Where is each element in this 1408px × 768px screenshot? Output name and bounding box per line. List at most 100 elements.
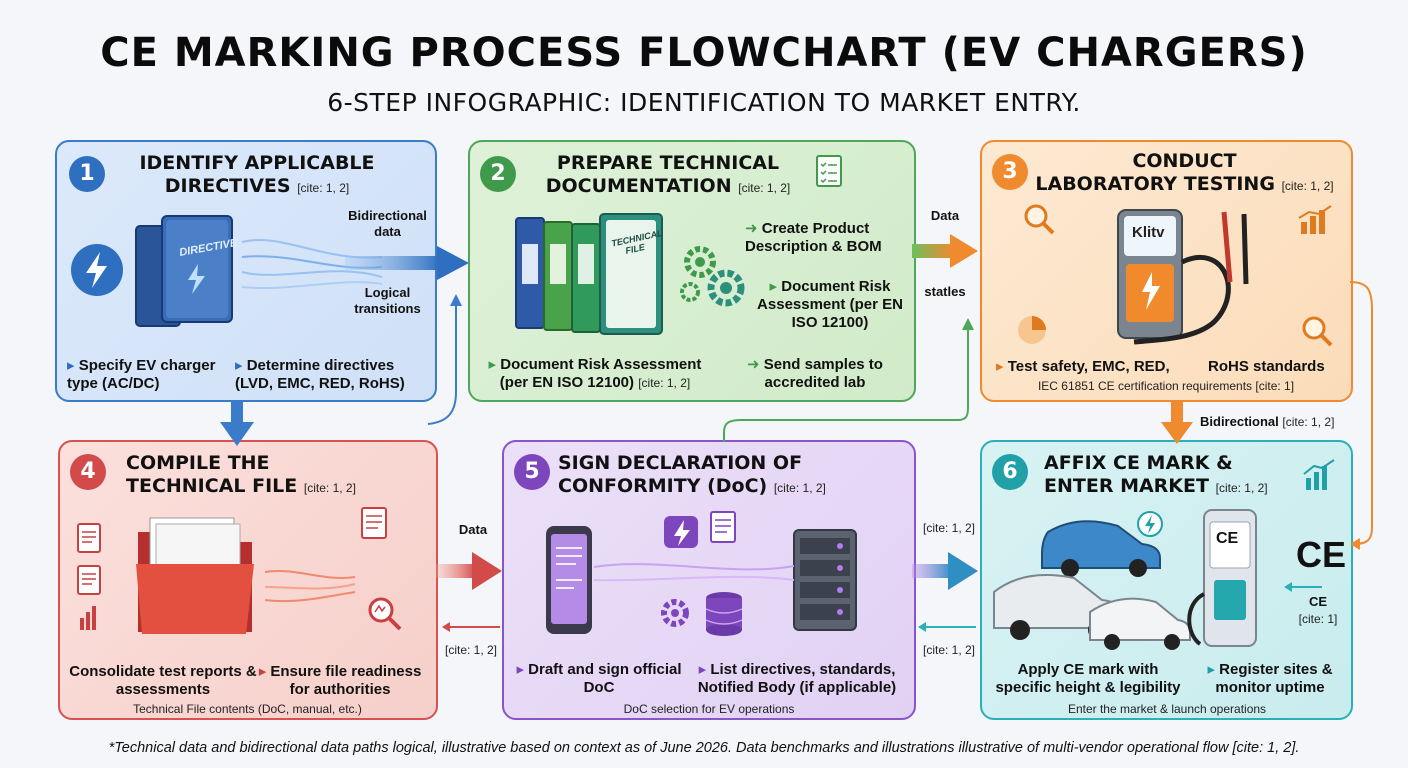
tablet-icon xyxy=(546,526,592,634)
step-3-bullet-a: ▸ Test safety, EMC, RED, xyxy=(996,358,1170,375)
step-4-title: COMPILE THE TECHNICAL FILE [cite: 1, 2] xyxy=(110,452,376,500)
arrow-5-to-4-back xyxy=(442,622,500,632)
step-2-bullet-a: ▸ Document Risk Assessment (per EN ISO 1… xyxy=(488,356,702,391)
line-1-to-2-thin xyxy=(427,294,462,425)
step-5-bullet-a-text: Draft and sign official DoC xyxy=(528,661,682,696)
step-6-title-line2: ENTER MARKET xyxy=(1044,475,1209,497)
folder-icon xyxy=(136,517,254,634)
page-subtitle: 6-STEP INFOGRAPHIC: IDENTIFICATION TO MA… xyxy=(327,88,1081,117)
step-4-bullet-b: ▸ Ensure file readiness for authorities xyxy=(258,663,422,698)
step-3-bullet-b: RoHS standards xyxy=(1208,358,1325,375)
step-1-bullet-b-text: Determine directives (LVD, EMC, RED, RoH… xyxy=(235,357,405,392)
data-stream-purple xyxy=(593,563,795,582)
charging-bolt-icon xyxy=(1137,511,1163,537)
step-6-cite: [cite: 1, 2] xyxy=(1215,481,1268,495)
step-1-bullet-a: ▸ Specify EV charger type (AC/DC) xyxy=(67,357,216,392)
step-1-panel: 1 IDENTIFY APPLICABLE DIRECTIVES [cite: … xyxy=(55,140,437,402)
step-2-item-b-text: Document Risk Assessment (per EN ISO 121… xyxy=(757,278,903,331)
step-3-title: CONDUCT LABORATORY TESTING [cite: 1, 2] xyxy=(1022,150,1347,198)
gear-icon xyxy=(661,599,689,627)
step-4-title-line1: COMPILE THE xyxy=(126,452,270,474)
step-1-number: 1 xyxy=(69,156,105,192)
step-2-title: PREPARE TECHNICAL DOCUMENTATION [cite: 1… xyxy=(518,152,818,200)
step-4-panel: 4 COMPILE THE TECHNICAL FILE [cite: 1, 2… xyxy=(58,440,438,720)
audit-magnifier-icon xyxy=(368,597,402,631)
step-2-item-a: ➜ Create Product Description & BOM xyxy=(745,220,882,255)
charger-label: Klitv xyxy=(1132,224,1165,241)
label-bidirectional-cite: [cite: 1, 2] xyxy=(1282,415,1335,429)
label-bidirectional-text: Bidirectional xyxy=(1200,414,1279,429)
label-cite-5-6-top: [cite: 1, 2] xyxy=(922,521,976,535)
label-bidirectional-data: Bidirectional data xyxy=(348,208,427,239)
step-4-title-line2: TECHNICAL FILE xyxy=(126,475,298,497)
step-1-title-line2: DIRECTIVES xyxy=(164,175,291,197)
label-data-bottom: Data xyxy=(458,522,488,537)
gears-icon xyxy=(680,246,745,307)
step-5-panel: 5 SIGN DECLARATION OF CONFORMITY (DoC) [… xyxy=(502,440,916,720)
label-cite-5-6-bottom: [cite: 1, 2] xyxy=(922,643,976,657)
arrow-1-to-2 xyxy=(345,246,469,280)
step-3-note: IEC 61851 CE certification requirements … xyxy=(1037,379,1295,393)
step-2-item-a-text: Create Product Description & BOM xyxy=(745,220,882,255)
step-2-cite: [cite: 1, 2] xyxy=(738,181,791,195)
step-1-title-line1: IDENTIFY APPLICABLE xyxy=(139,152,375,174)
ce-mark-logo: CE xyxy=(1296,534,1347,575)
binders-icon xyxy=(515,213,663,335)
label-data-top: Data xyxy=(930,208,960,223)
step-4-number: 4 xyxy=(70,454,106,490)
documents-icon xyxy=(77,523,101,630)
step-5-cite: [cite: 1, 2] xyxy=(773,481,826,495)
step-2-bullet-b-text: Send samples to accredited lab xyxy=(763,356,883,391)
step-3-bullet-a-text: Test safety, EMC, RED, xyxy=(1007,358,1170,375)
checklist-icon xyxy=(816,155,842,187)
step-6-bullet-b: ▸ Register sites & monitor uptime xyxy=(1207,661,1333,696)
step-3-title-line1: CONDUCT xyxy=(1132,150,1237,172)
label-cite-4-5: [cite: 1, 2] xyxy=(444,643,498,657)
station-ce-mark: CE xyxy=(1216,530,1239,547)
magnifier-icon xyxy=(1024,204,1055,235)
step-1-bullet-a-text: Specify EV charger type (AC/DC) xyxy=(67,357,216,392)
step-2-bullet-b: ➜ Send samples to accredited lab xyxy=(747,356,883,391)
step-4-bullet-a: Consolidate test reports & assessments xyxy=(69,663,257,698)
ce-pointer-arrow xyxy=(1284,582,1322,592)
loop-3-to-6 xyxy=(1349,281,1373,550)
step-3-panel: 3 CONDUCT LABORATORY TESTING [cite: 1, 2… xyxy=(980,140,1353,402)
step-2-title-line1: PREPARE TECHNICAL xyxy=(556,152,780,174)
step-1-title: IDENTIFY APPLICABLE DIRECTIVES [cite: 1,… xyxy=(107,152,407,200)
arrow-5-to-6 xyxy=(912,552,978,590)
bar-chart-icon xyxy=(1298,205,1332,234)
label-bidirectional: Bidirectional [cite: 1, 2] xyxy=(1200,414,1360,430)
step-2-panel: 2 PREPARE TECHNICAL DOCUMENTATION [cite:… xyxy=(468,140,916,402)
label-statles: statles xyxy=(924,284,966,299)
step-5-title: SIGN DECLARATION OF CONFORMITY (DoC) [ci… xyxy=(544,452,858,500)
step-5-bullet-b: ▸ List directives, standards, Notified B… xyxy=(697,661,897,696)
report-document-icon xyxy=(361,507,387,539)
step-6-title: AFFIX CE MARK & ENTER MARKET [cite: 1, 2… xyxy=(1022,452,1294,500)
step-6-bullet-a: Apply CE mark with specific height & leg… xyxy=(995,661,1181,696)
step-4-cite: [cite: 1, 2] xyxy=(303,481,356,495)
arrow-1-to-4 xyxy=(220,400,254,446)
data-stream-red xyxy=(264,570,356,603)
footnote: *Technical data and bidirectional data p… xyxy=(108,740,1300,756)
database-icon xyxy=(705,592,743,636)
pie-chart-icon xyxy=(1018,316,1046,344)
page-title: CE MARKING PROCESS FLOWCHART (EV CHARGER… xyxy=(100,30,1308,76)
search-check-icon xyxy=(1302,316,1333,347)
server-icon xyxy=(793,529,857,631)
step-6-panel: 6 AFFIX CE MARK & ENTER MARKET [cite: 1,… xyxy=(980,440,1353,720)
label-ce: CE xyxy=(1308,594,1328,609)
step-5-title-line1: SIGN DECLARATION OF xyxy=(558,452,803,474)
arrow-4-to-5 xyxy=(436,552,502,590)
step-4-bullet-b-text: Ensure file readiness for authorities xyxy=(270,663,422,698)
arrow-3-to-6 xyxy=(1161,400,1193,444)
step-5-bullet-b-text: List directives, standards, Notified Bod… xyxy=(697,661,897,696)
step-3-number: 3 xyxy=(992,154,1028,190)
directive-books-icon xyxy=(135,215,233,327)
step-1-cite: [cite: 1, 2] xyxy=(297,181,350,195)
step-2-item-b: ▸ Document Risk Assessment (per EN ISO 1… xyxy=(757,278,903,331)
arrow-6-to-5-back xyxy=(918,622,976,632)
step-2-bullet-a-text: Document Risk Assessment (per EN ISO 121… xyxy=(499,356,702,391)
step-4-note: Technical File contents (DoC, manual, et… xyxy=(133,702,362,716)
label-logical-transitions: Logical transitions xyxy=(354,285,421,316)
step-2-number: 2 xyxy=(480,156,516,192)
